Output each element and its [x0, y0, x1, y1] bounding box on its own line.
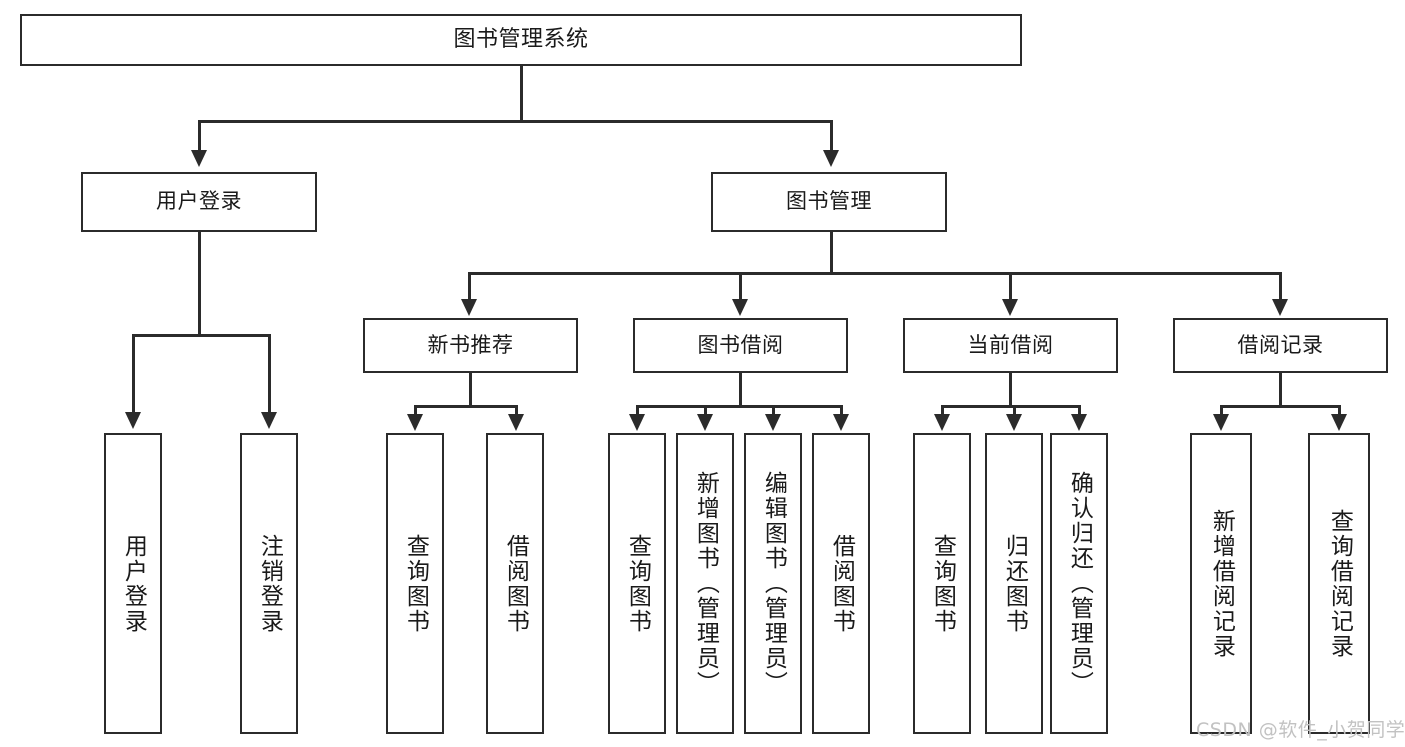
- arrow-icon-bb-leaf-4: [833, 414, 849, 431]
- connector-cb-drop-2: [1013, 405, 1016, 417]
- arrow-icon-to-current-borrow: [1002, 299, 1018, 316]
- node-label: 归还图书: [1001, 533, 1028, 634]
- arrow-icon-to-book-borrow: [732, 299, 748, 316]
- arrow-icon-cb-leaf-2: [1006, 414, 1022, 431]
- connector-bb-drop-2: [704, 405, 707, 417]
- connector-cb-bus: [941, 405, 1080, 408]
- connector-book-management-stem: [830, 232, 833, 274]
- csdn-watermark: CSDN @软件_小贺同学: [1196, 719, 1405, 741]
- connector-nbr-drop-1: [414, 405, 417, 417]
- node-current-borrow[interactable]: 当前借阅: [903, 318, 1118, 373]
- connector-cb-stem: [1009, 373, 1012, 407]
- connector-br-drop-1: [1220, 405, 1223, 417]
- node-label: 用户登录: [156, 189, 242, 214]
- leaf-query-book-bb[interactable]: 查询图书: [608, 433, 666, 734]
- node-label: 新书推荐: [427, 332, 514, 357]
- leaf-logout[interactable]: 注销登录: [240, 433, 298, 734]
- leaf-edit-book-admin[interactable]: 编辑图书（管理员）: [744, 433, 802, 734]
- arrow-icon-nbr-leaf-1: [407, 414, 423, 431]
- node-label: 查询图书: [402, 533, 429, 634]
- leaf-query-book-nbr[interactable]: 查询图书: [386, 433, 444, 734]
- connector-bm-drop-3: [1009, 272, 1012, 301]
- connector-bb-bus: [636, 405, 843, 408]
- connector-root-stem: [520, 66, 523, 122]
- connector-bb-drop-4: [840, 405, 843, 417]
- connector-br-stem: [1279, 373, 1282, 407]
- arrow-icon-to-user-login-leaf: [125, 412, 141, 429]
- arrow-icon-to-new-book-rec: [461, 299, 477, 316]
- node-root-system[interactable]: 图书管理系统: [20, 14, 1022, 66]
- arrow-icon-bb-leaf-2: [697, 414, 713, 431]
- node-label: 编辑图书（管理员）: [760, 471, 787, 696]
- connector-bm-drop-4: [1279, 272, 1282, 301]
- node-label: 查询借阅记录: [1326, 508, 1353, 659]
- node-label: 图书管理: [786, 189, 872, 214]
- connector-bm-drop-1: [468, 272, 471, 301]
- arrow-icon-to-logout-leaf: [261, 412, 277, 429]
- node-label: 借阅图书: [828, 533, 855, 634]
- leaf-query-book-cb[interactable]: 查询图书: [913, 433, 971, 734]
- connector-cb-drop-1: [941, 405, 944, 417]
- leaf-user-login[interactable]: 用户登录: [104, 433, 162, 734]
- arrow-icon-root-to-user-login: [191, 150, 207, 167]
- node-book-borrow[interactable]: 图书借阅: [633, 318, 848, 373]
- arrow-icon-bb-leaf-3: [765, 414, 781, 431]
- connector-br-drop-2: [1338, 405, 1341, 417]
- leaf-borrow-book-nbr[interactable]: 借阅图书: [486, 433, 544, 734]
- connector-cb-drop-3: [1078, 405, 1081, 417]
- node-label: 当前借阅: [967, 332, 1054, 357]
- arrow-icon-root-to-book-manage: [823, 150, 839, 167]
- connector-user-login-drop-1: [132, 334, 135, 414]
- leaf-add-book-admin[interactable]: 新增图书（管理员）: [676, 433, 734, 734]
- connector-nbr-drop-2: [515, 405, 518, 417]
- node-borrow-record[interactable]: 借阅记录: [1173, 318, 1388, 373]
- connector-user-login-stem: [198, 232, 201, 336]
- node-book-management[interactable]: 图书管理: [711, 172, 947, 232]
- arrow-icon-cb-leaf-3: [1071, 414, 1087, 431]
- connector-root-bus: [198, 120, 832, 123]
- connector-user-login-drop-2: [268, 334, 271, 414]
- node-label: 查询图书: [624, 533, 651, 634]
- arrow-icon-nbr-leaf-2: [508, 414, 524, 431]
- leaf-add-borrow-record[interactable]: 新增借阅记录: [1190, 433, 1252, 734]
- node-label: 新增借阅记录: [1208, 508, 1235, 659]
- arrow-icon-br-leaf-1: [1213, 414, 1229, 431]
- connector-nbr-stem: [469, 373, 472, 407]
- arrow-icon-to-borrow-record: [1272, 299, 1288, 316]
- node-new-book-recommend[interactable]: 新书推荐: [363, 318, 578, 373]
- connector-root-drop-book: [830, 120, 833, 153]
- arrow-icon-cb-leaf-1: [934, 414, 950, 431]
- node-label: 确认归还（管理员）: [1066, 471, 1093, 696]
- arrow-icon-bb-leaf-1: [629, 414, 645, 431]
- leaf-return-book[interactable]: 归还图书: [985, 433, 1043, 734]
- leaf-borrow-book-bb[interactable]: 借阅图书: [812, 433, 870, 734]
- node-label: 借阅记录: [1237, 332, 1324, 357]
- node-label: 图书借阅: [697, 332, 784, 357]
- connector-root-drop-user: [198, 120, 201, 153]
- node-label: 新增图书（管理员）: [692, 471, 719, 696]
- node-label: 图书管理系统: [453, 26, 589, 52]
- leaf-query-borrow-record[interactable]: 查询借阅记录: [1308, 433, 1370, 734]
- arrow-icon-br-leaf-2: [1331, 414, 1347, 431]
- connector-user-login-bus: [132, 334, 268, 337]
- node-label: 查询图书: [929, 533, 956, 634]
- connector-bb-drop-1: [636, 405, 639, 417]
- connector-nbr-bus: [414, 405, 515, 408]
- connector-book-management-bus: [468, 272, 1282, 275]
- connector-bb-stem: [739, 373, 742, 407]
- node-label: 注销登录: [256, 533, 283, 634]
- node-label: 借阅图书: [502, 533, 529, 634]
- leaf-confirm-return-admin[interactable]: 确认归还（管理员）: [1050, 433, 1108, 734]
- connector-br-bus: [1220, 405, 1340, 408]
- connector-bm-drop-2: [739, 272, 742, 301]
- node-user-login[interactable]: 用户登录: [81, 172, 317, 232]
- connector-bb-drop-3: [772, 405, 775, 417]
- node-label: 用户登录: [120, 533, 147, 634]
